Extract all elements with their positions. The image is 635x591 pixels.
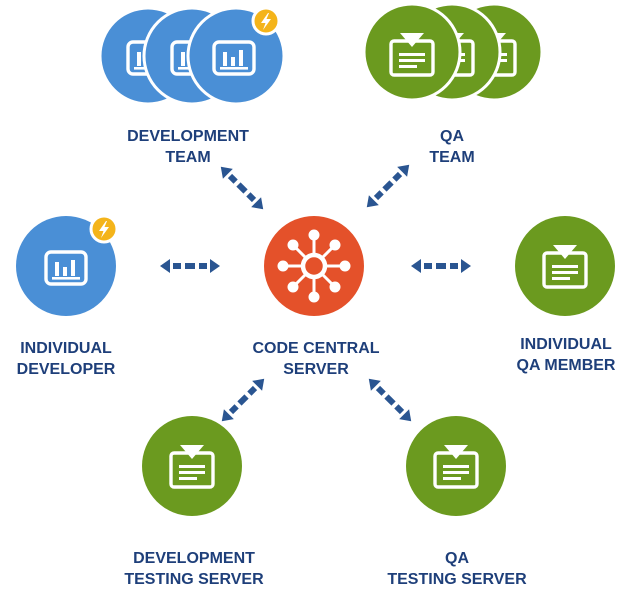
arrow-qa-testing-server <box>363 373 417 427</box>
dev-testing-server-label-line1: DEVELOPMENT <box>133 550 255 567</box>
dev-team-node <box>98 6 286 106</box>
qa-team-label-line2: TEAM <box>429 149 475 166</box>
individual-qa-label-line2: QA MEMBER <box>516 357 616 374</box>
qa-team-node <box>362 2 544 102</box>
individual-developer-label-line1: INDIVIDUAL <box>20 340 112 357</box>
individual-developer-label: INDIVIDUAL DEVELOPER <box>17 338 116 380</box>
individual-developer-node <box>16 214 119 316</box>
server-label: CODE CENTRAL SERVER <box>252 338 379 380</box>
server-label-line1: CODE CENTRAL <box>252 340 380 357</box>
qa-testing-server-label-line2: TESTING SERVER <box>387 571 527 588</box>
dev-team-label-line1: DEVELOPMENT <box>127 128 249 145</box>
code-central-server-node <box>264 216 364 316</box>
arrow-qa-team-server <box>361 159 415 213</box>
dashboard-icon <box>16 216 116 316</box>
qa-team-label: QA TEAM <box>429 126 474 168</box>
individual-qa-label: INDIVIDUAL QA MEMBER <box>517 334 616 376</box>
qa-testing-server-label-line1: QA <box>444 550 469 567</box>
dev-testing-server-label: DEVELOPMENT TESTING SERVER <box>124 548 263 590</box>
arrow-individual-qa-server <box>411 259 471 273</box>
arrow-dev-testing-server <box>216 373 270 427</box>
arrow-dev-team-server <box>215 161 269 215</box>
arrow-individual-developer-server <box>160 259 220 273</box>
clipboard-icon <box>362 2 462 102</box>
qa-testing-server-label: QA TESTING SERVER <box>387 548 526 590</box>
lightning-bolt-icon <box>89 214 119 244</box>
dev-testing-server-node <box>142 416 242 516</box>
qa-team-label-line1: QA <box>439 128 464 145</box>
qa-testing-server-node <box>406 416 506 516</box>
individual-qa-label-line1: INDIVIDUAL <box>520 336 612 353</box>
lightning-bolt-icon <box>251 6 281 36</box>
dev-team-label-line2: TEAM <box>165 149 211 166</box>
hub-icon <box>277 229 351 303</box>
dev-team-label: DEVELOPMENT TEAM <box>127 126 249 168</box>
individual-developer-label-line2: DEVELOPER <box>16 361 116 378</box>
individual-qa-node <box>515 216 615 316</box>
server-label-line2: SERVER <box>283 361 349 378</box>
dev-testing-server-label-line2: TESTING SERVER <box>124 571 264 588</box>
